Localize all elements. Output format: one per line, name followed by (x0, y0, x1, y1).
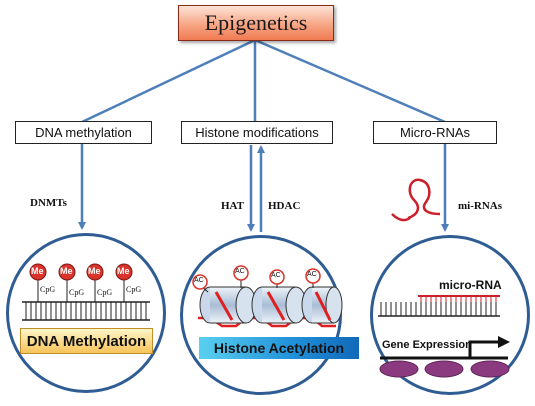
gene-nucleosome-3 (470, 360, 510, 378)
acetyl-marker-group (192, 265, 321, 290)
cpg-label-3: CpG (97, 288, 113, 297)
gene-nucleosome-2 (424, 360, 464, 378)
dna-methylation-banner-text: DNA Methylation (26, 332, 147, 350)
me-label-3: Me (88, 266, 101, 276)
category-mirna-label: Micro-RNAs (399, 125, 471, 140)
dna-methylation-circle (6, 233, 166, 393)
category-histone-label: Histone modifications (195, 125, 319, 140)
category-micro-rnas: Micro-RNAs (373, 121, 497, 144)
transcription-arrow (468, 340, 500, 358)
connector-to-mirna (254, 38, 446, 124)
micro-rna-label: micro-RNA (439, 278, 502, 292)
me-label-1: Me (31, 266, 44, 276)
me-label-2: Me (60, 266, 73, 276)
cpg-label-4: CpG (126, 285, 142, 294)
label-mirnas: mi-RNAs (458, 200, 502, 212)
cpg-label-1: CpG (40, 285, 56, 294)
methyl-marker-group (29, 263, 133, 281)
label-hat: HAT (221, 200, 245, 212)
label-hdac: HDAC (268, 200, 301, 212)
histone-acetylation-banner: Histone Acetylation (199, 337, 359, 359)
category-histone-modifications: Histone modifications (181, 121, 333, 144)
cpg-label-2: CpG (69, 288, 85, 297)
category-dna-label: DNA methylation (35, 125, 132, 140)
nucleosome-group (199, 286, 343, 324)
me-label-4: Me (117, 266, 130, 276)
label-dnmts: DNMTs (30, 197, 67, 209)
title-box: Epigenetics (178, 5, 334, 41)
title-text: Epigenetics (204, 10, 308, 35)
dna-methylation-banner: DNA Methylation (20, 328, 153, 354)
histone-acetylation-banner-text: Histone Acetylation (213, 340, 345, 356)
gene-expression-label: Gene Expression (382, 339, 472, 351)
gene-nucleosome-1 (379, 360, 419, 378)
ac-label-1: AC (194, 277, 204, 284)
ac-label-2: AC (235, 268, 245, 275)
ac-label-3: AC (271, 272, 281, 279)
ac-label-4: AC (307, 271, 317, 278)
category-dna-methylation: DNA methylation (15, 121, 152, 144)
connector-to-dna (81, 38, 256, 124)
